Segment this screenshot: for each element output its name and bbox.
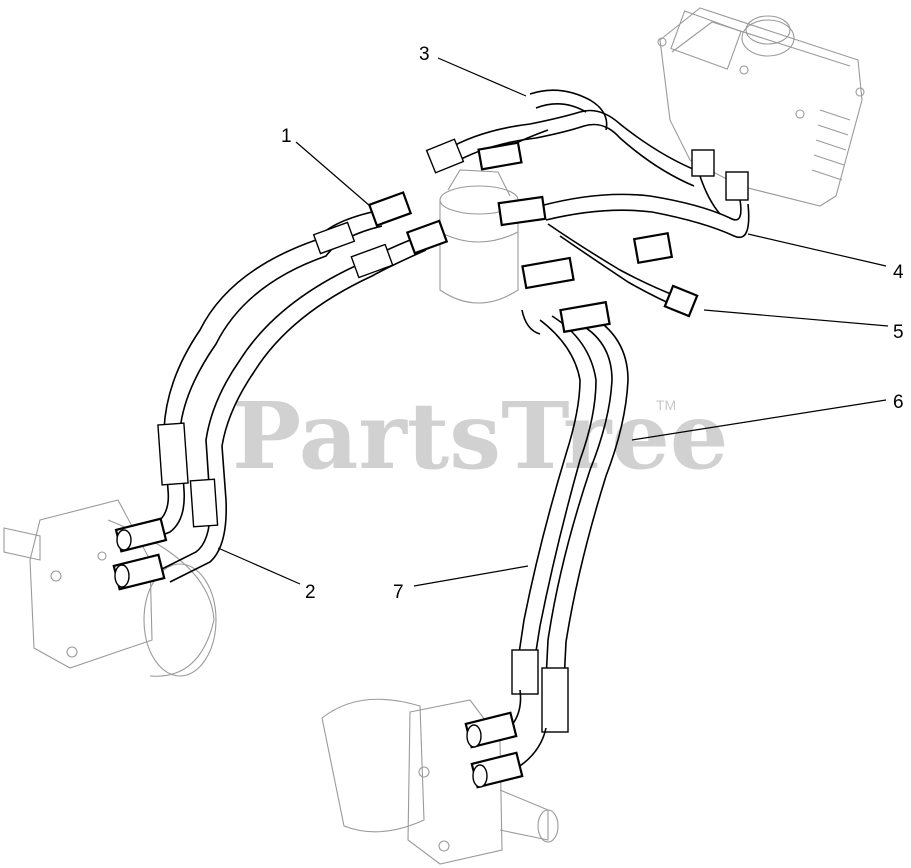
leader-7 [413, 565, 529, 587]
hose-7 [511, 256, 611, 695]
oil-filter [439, 169, 519, 304]
reservoir-tank [657, 7, 865, 207]
left-motor-fittings [112, 517, 168, 591]
leader-4 [747, 233, 887, 267]
callout-5: 5 [893, 322, 904, 343]
callout-7: 7 [393, 582, 404, 603]
hose-6 [541, 313, 629, 733]
leader-3 [437, 57, 527, 97]
callout-6: 6 [893, 392, 904, 413]
callout-3: 3 [419, 44, 430, 65]
hose-4 [539, 149, 750, 239]
leader-2 [217, 547, 301, 585]
callout-1: 1 [281, 126, 292, 147]
hose-1 [129, 191, 413, 541]
hose-3 [425, 89, 701, 187]
hose-5 [497, 195, 699, 318]
callout-2: 2 [305, 582, 316, 603]
left-wheel-motor [3, 499, 217, 677]
leader-lines [217, 57, 889, 587]
leader-1 [295, 141, 371, 207]
watermark-trademark: TM [656, 397, 676, 413]
watermark-text: PartsTree [232, 382, 728, 490]
leader-5 [703, 309, 889, 327]
leader-6 [631, 399, 887, 441]
right-motor-fittings [464, 689, 547, 789]
right-wheel-motor [321, 698, 559, 865]
hose-2 [157, 219, 449, 583]
callout-4: 4 [893, 262, 904, 283]
